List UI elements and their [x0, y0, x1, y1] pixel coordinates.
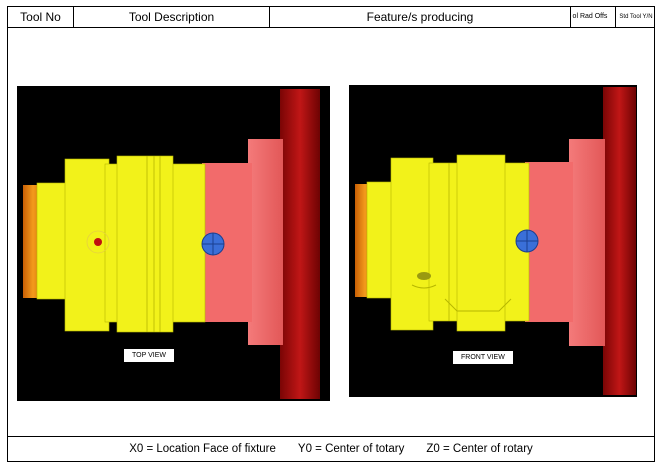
- z0-note: Z0 = Center of rotary: [426, 443, 533, 455]
- part-groove: [456, 154, 506, 332]
- flange-red: [603, 87, 636, 395]
- hole-feature-icon: [94, 238, 102, 246]
- header-tool-rad-offset: ol Rad Offs: [571, 7, 616, 27]
- flange-red: [280, 89, 320, 399]
- top-view-model: [23, 89, 320, 399]
- front-view-label: FRONT VIEW: [452, 350, 514, 365]
- fixture-collar: [569, 139, 605, 346]
- header-std-tool: Std Tool Y/N: [619, 14, 653, 20]
- hole-feature-icon: [417, 272, 431, 280]
- y0-note: Y0 = Center of totary: [297, 443, 405, 455]
- footer-row: X0 = Location Face of fixture Y0 = Cente…: [8, 436, 654, 461]
- header-row: Tool No Tool Description Feature/s produ…: [8, 7, 654, 28]
- front-view-panel: FRONT VIEW: [349, 85, 637, 397]
- part-groove: [116, 155, 174, 333]
- header-tool-no: Tool No: [8, 7, 74, 27]
- part-shoulder: [64, 158, 110, 332]
- x0-note: X0 = Location Face of fixture: [129, 443, 276, 455]
- header-tool-description: Tool Description: [74, 7, 270, 27]
- setup-sheet: Tool No Tool Description Feature/s produ…: [7, 6, 655, 462]
- top-view-panel: TOP VIEW: [17, 86, 330, 401]
- fixture-collar: [248, 139, 283, 345]
- part-shoulder: [390, 157, 434, 331]
- top-view-label: TOP VIEW: [123, 348, 175, 363]
- front-view-model: [355, 87, 636, 395]
- header-features-producing: Feature/s producing: [270, 7, 571, 27]
